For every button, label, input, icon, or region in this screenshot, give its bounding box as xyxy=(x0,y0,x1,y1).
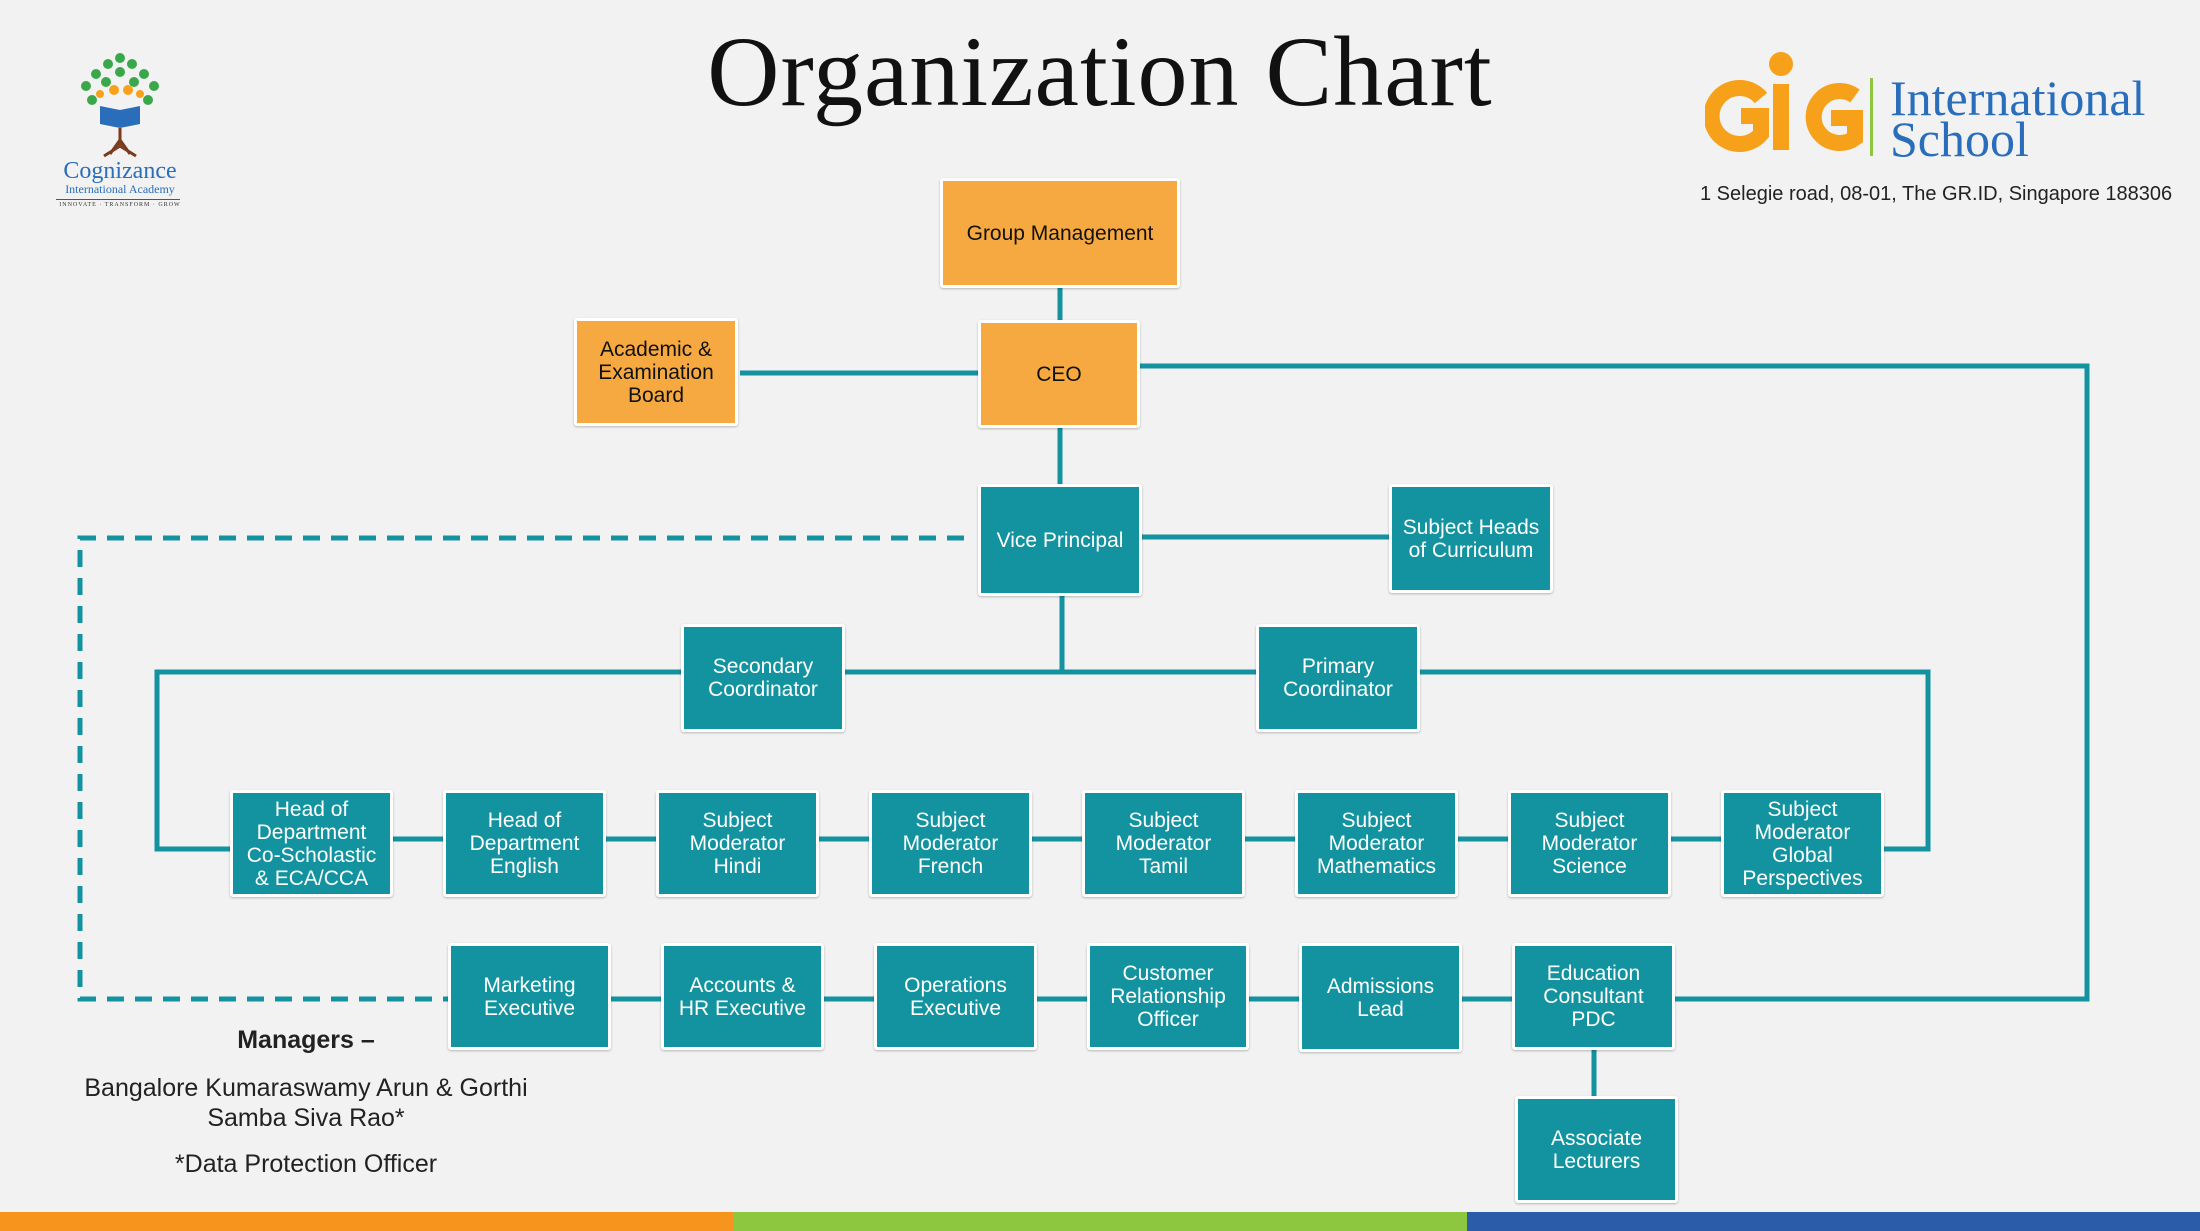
edge-vp-marketing-dashed xyxy=(77,535,964,1002)
managers-heading: Managers – xyxy=(237,1026,375,1054)
logo-divider xyxy=(56,199,180,200)
node-hod-coscholastic: Head of Department Co-Scholastic & ECA/C… xyxy=(230,790,393,897)
node-ceo: CEO xyxy=(978,320,1140,428)
node-vice-principal: Vice Principal xyxy=(978,484,1142,596)
giis-name-line1: International xyxy=(1890,70,2146,126)
node-sm-hindi: Subject Moderator Hindi xyxy=(656,790,819,897)
edge-primary-global xyxy=(1417,669,1931,852)
giis-monogram-icon xyxy=(1705,52,1863,152)
node-sm-global: Subject Moderator Global Perspectives xyxy=(1721,790,1884,897)
logo-separator xyxy=(1870,78,1873,156)
footer-bar-orange xyxy=(0,1212,733,1231)
edge-secondary-hod xyxy=(154,669,684,852)
node-associate-lecturers: Associate Lecturers xyxy=(1515,1096,1678,1203)
node-marketing: Marketing Executive xyxy=(448,943,611,1050)
node-sm-mathematics: Subject Moderator Mathematics xyxy=(1295,790,1458,897)
node-admissions: Admissions Lead xyxy=(1299,943,1462,1052)
edge-ceo-education xyxy=(1140,363,2090,1002)
node-secondary-coordinator: Secondary Coordinator xyxy=(681,624,845,732)
footer-bar-green xyxy=(733,1212,1467,1231)
school-address: 1 Selegie road, 08-01, The GR.ID, Singap… xyxy=(1700,183,2173,205)
node-subject-heads: Subject Heads of Curriculum xyxy=(1389,484,1553,593)
node-academic-board: Academic & Examination Board xyxy=(574,318,738,426)
node-sm-tamil: Subject Moderator Tamil xyxy=(1082,790,1245,897)
cognizance-tagline: INNOVATE · TRANSFORM · GROW xyxy=(59,202,181,208)
node-sm-science: Subject Moderator Science xyxy=(1508,790,1671,897)
footer-bar-blue xyxy=(1467,1212,2200,1231)
node-accounts-hr: Accounts & HR Executive xyxy=(661,943,824,1050)
tree-icon xyxy=(81,53,159,158)
node-primary-coordinator: Primary Coordinator xyxy=(1256,624,1420,732)
page-title: Organization Chart xyxy=(707,16,1493,127)
cognizance-name: Cognizance xyxy=(63,158,177,184)
node-customer-relationship: Customer Relationship Officer xyxy=(1087,943,1249,1050)
node-group-management: Group Management xyxy=(940,178,1180,288)
node-operations: Operations Executive xyxy=(874,943,1037,1050)
node-hod-english: Head of Department English xyxy=(443,790,606,897)
cognizance-subtitle: International Academy xyxy=(65,182,175,196)
managers-names: Bangalore Kumaraswamy Arun & Gorthi Samb… xyxy=(84,1074,528,1132)
giis-name-line2: School xyxy=(1890,111,2029,167)
managers-footnote: *Data Protection Officer xyxy=(174,1150,438,1178)
node-sm-french: Subject Moderator French xyxy=(869,790,1032,897)
node-education-consultant: Education Consultant PDC xyxy=(1512,943,1675,1050)
